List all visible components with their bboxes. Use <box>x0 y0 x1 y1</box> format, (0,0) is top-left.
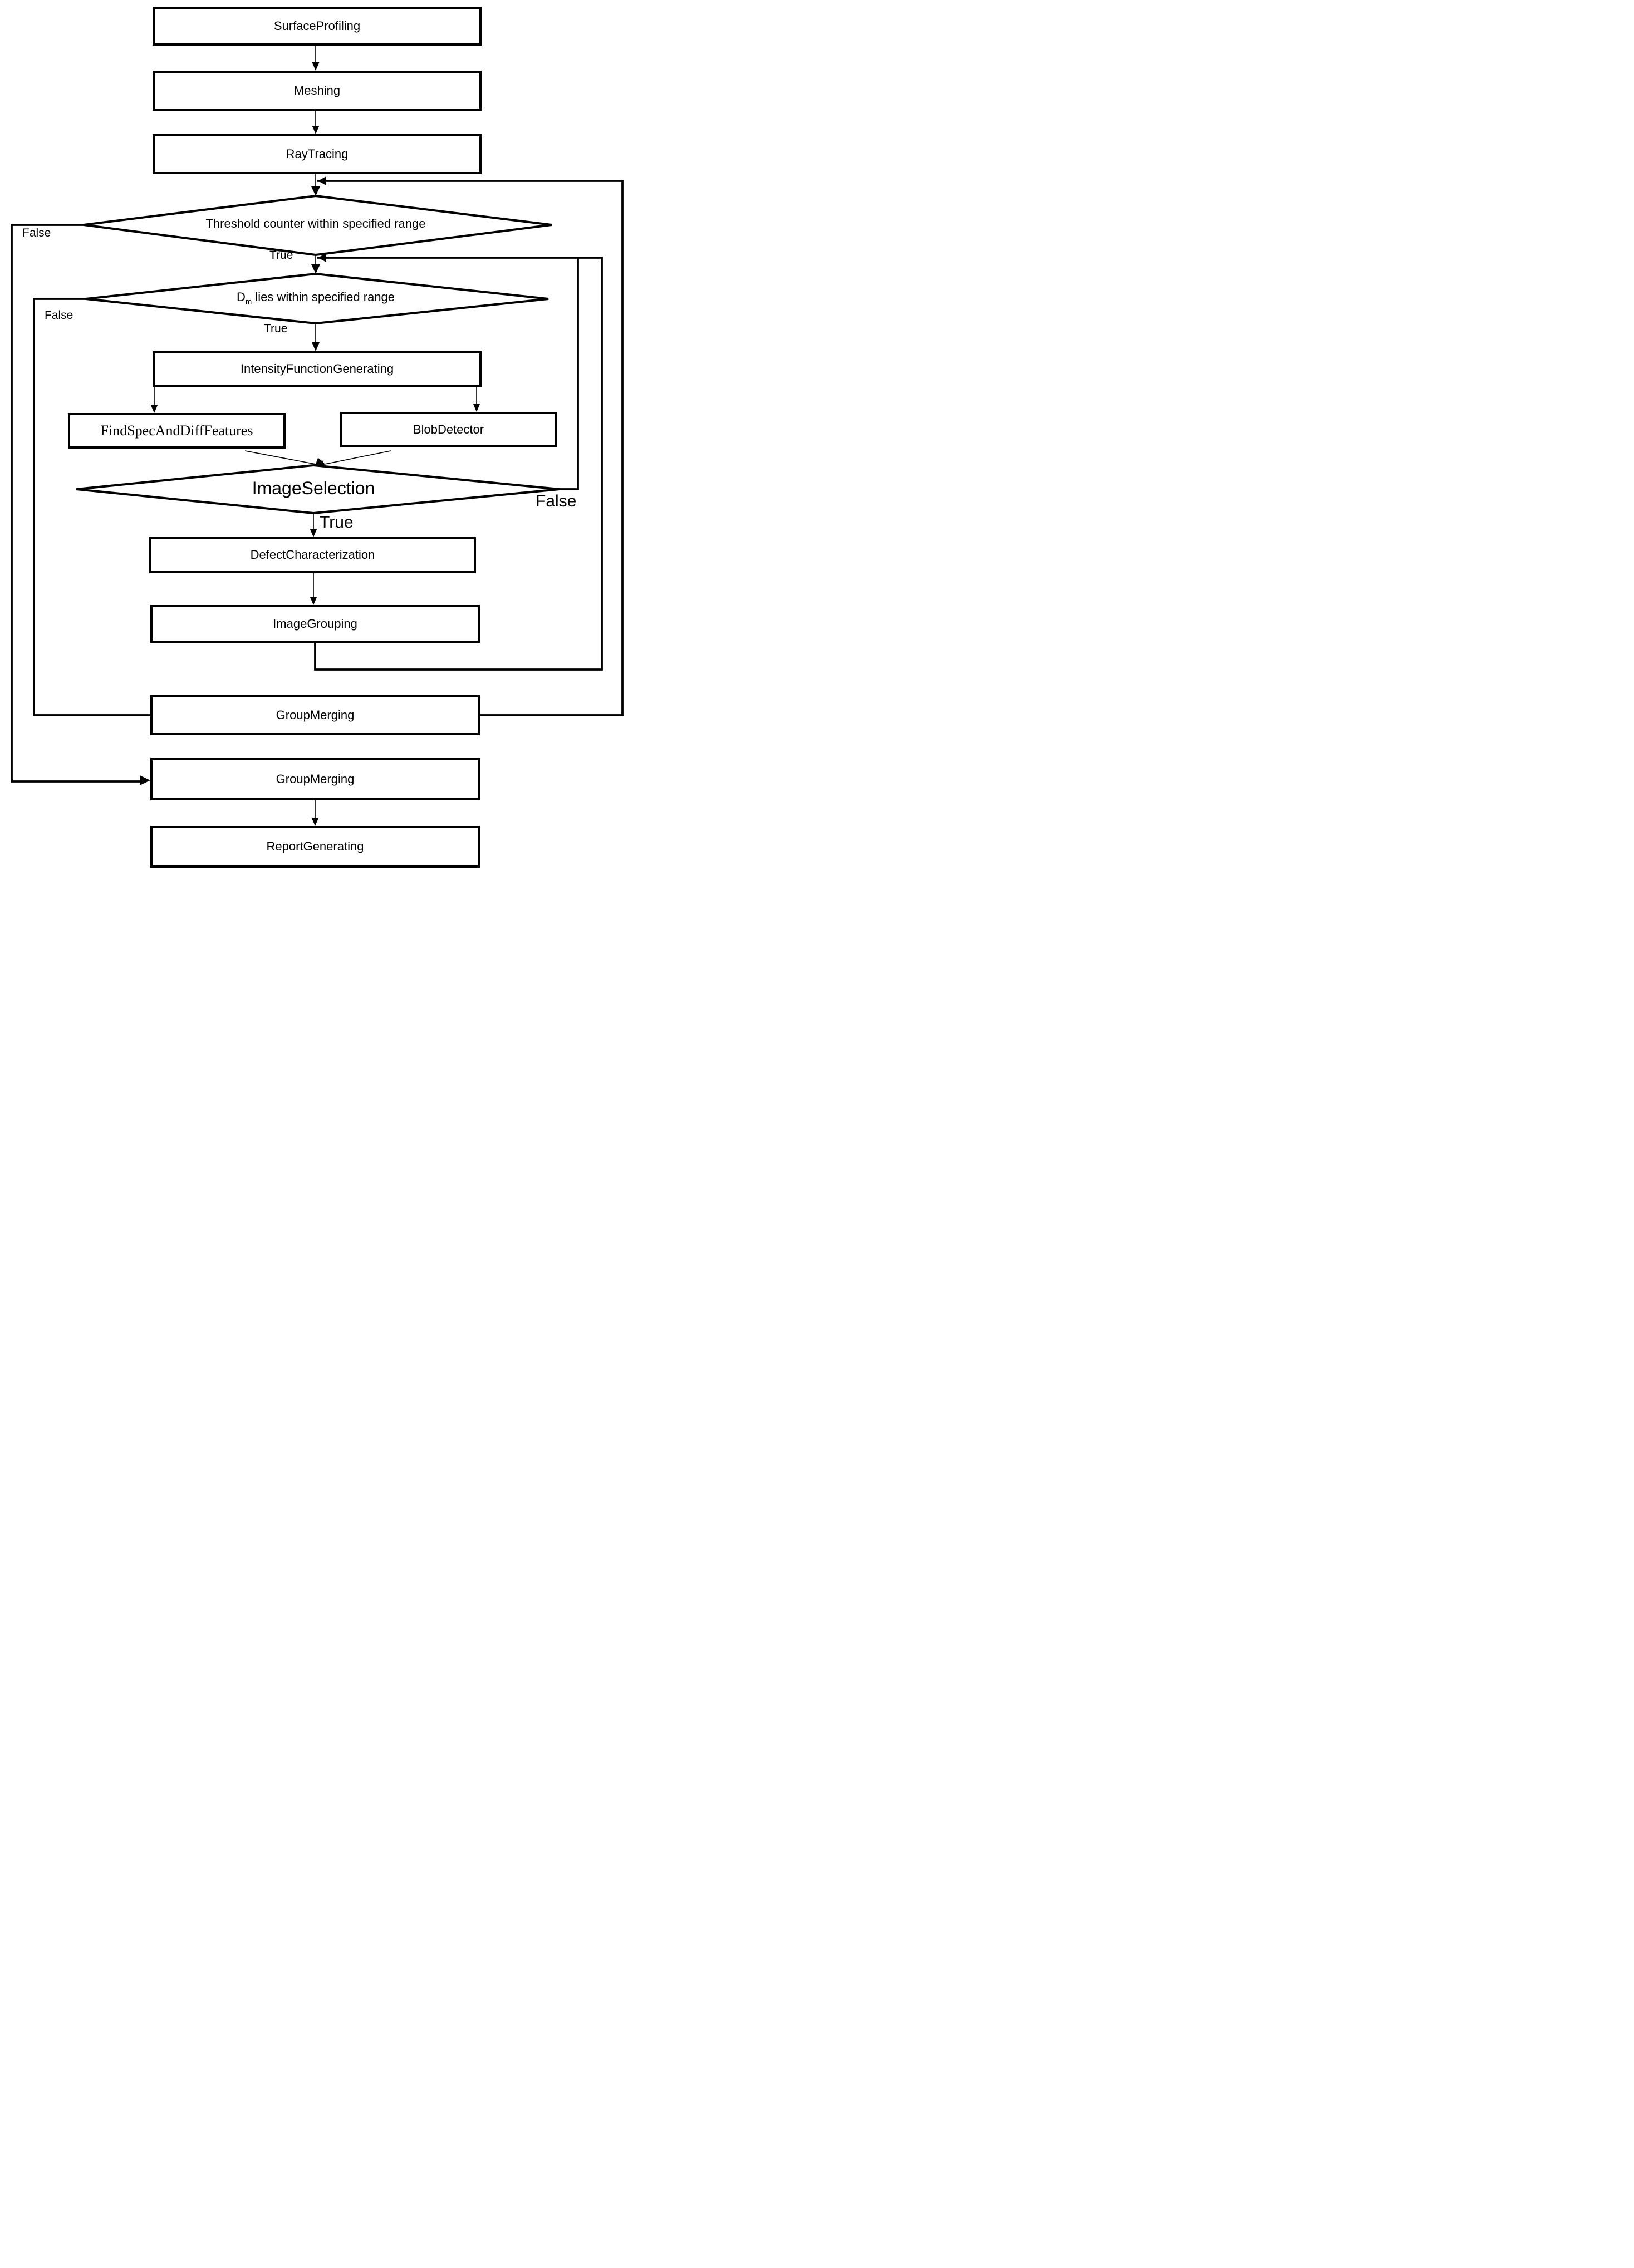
node-meshing-label: Meshing <box>293 83 341 97</box>
arrowhead-into-groupmerging-lower <box>140 775 150 785</box>
edge-findspec-to-imageselection-line <box>244 450 322 466</box>
node-report-generating-label: ReportGenerating <box>266 839 364 854</box>
node-surface-profiling-label: SurfaceProfiling <box>273 18 361 33</box>
dm-decision-shape <box>85 272 549 325</box>
feedback-imagegrouping-to-dm-line <box>314 257 603 671</box>
node-find-spec-and-diff-features: FindSpecAndDiffFeatures <box>68 413 286 449</box>
dm-decision-label-subscript: m <box>245 297 252 306</box>
node-surface-profiling: SurfaceProfiling <box>153 7 482 46</box>
node-group-merging-upper: GroupMerging <box>150 695 480 735</box>
connector-layer <box>11 46 624 826</box>
edge-dm-false-path <box>33 298 150 716</box>
node-group-merging-lower-label: GroupMerging <box>276 771 355 786</box>
node-blob-detector-label: BlobDetector <box>413 422 484 436</box>
flowchart-canvas: SurfaceProfiling Meshing RayTracing Inte… <box>0 0 629 872</box>
arrowhead-feedback-into-dm-input <box>318 253 326 262</box>
arrowhead-into-raytracing <box>312 126 320 134</box>
dm-decision-label-rest: lies within specified range <box>252 290 395 304</box>
image-selection-decision-label: ImageSelection <box>252 478 375 498</box>
image-selection-decision-shape <box>76 464 560 515</box>
arrowhead-blob-into-imageselection <box>315 460 325 467</box>
threshold-decision-label: Threshold counter within specified range <box>205 217 426 230</box>
node-meshing: Meshing <box>153 71 482 111</box>
node-blob-detector: BlobDetector <box>340 412 557 447</box>
node-image-grouping: ImageGrouping <box>150 605 480 643</box>
node-group-merging-lower: GroupMerging <box>150 758 480 800</box>
node-group-merging-upper-label: GroupMerging <box>276 707 355 722</box>
edge-blob-to-imageselection-line <box>313 450 391 467</box>
arrowhead-into-blob <box>473 404 480 412</box>
arrowhead-feedback-into-threshold-input <box>318 176 326 185</box>
feedback-imageselection-false-line <box>560 258 579 490</box>
node-ray-tracing-label: RayTracing <box>286 146 349 161</box>
threshold-decision-shape <box>83 194 552 257</box>
node-defect-characterization-label: DefectCharacterization <box>250 548 375 562</box>
threshold-true-label: True <box>269 249 293 262</box>
arrowhead-into-meshing <box>312 62 320 71</box>
edge-threshold-false-path <box>11 224 143 783</box>
image-selection-true-label: True <box>320 513 354 532</box>
dm-decision-label-base: D <box>236 290 246 304</box>
threshold-false-label: False <box>22 227 51 239</box>
node-report-generating: ReportGenerating <box>150 826 480 868</box>
feedback-groupmerging-to-threshold-line <box>317 180 624 716</box>
arrowhead-into-report <box>311 818 319 826</box>
arrowhead-into-threshold-decision <box>311 186 320 196</box>
arrowhead-into-findspec <box>150 405 158 413</box>
node-ray-tracing: RayTracing <box>153 134 482 174</box>
node-intensity-function-generating-label: IntensityFunctionGenerating <box>240 362 394 376</box>
dm-decision-label: Dm lies within specified range <box>149 290 483 306</box>
arrowhead-into-defect <box>310 529 317 537</box>
arrowhead-into-ifg <box>312 342 320 351</box>
image-selection-false-label: False <box>536 492 577 510</box>
node-defect-characterization: DefectCharacterization <box>149 537 476 573</box>
arrowhead-into-dm-decision <box>311 264 320 274</box>
arrowhead-into-imagegrouping <box>310 597 317 605</box>
node-image-grouping-label: ImageGrouping <box>273 616 357 631</box>
dm-false-label: False <box>45 309 73 322</box>
dm-true-label: True <box>264 322 288 335</box>
node-find-spec-and-diff-features-label: FindSpecAndDiffFeatures <box>100 422 253 439</box>
node-intensity-function-generating: IntensityFunctionGenerating <box>153 351 482 387</box>
